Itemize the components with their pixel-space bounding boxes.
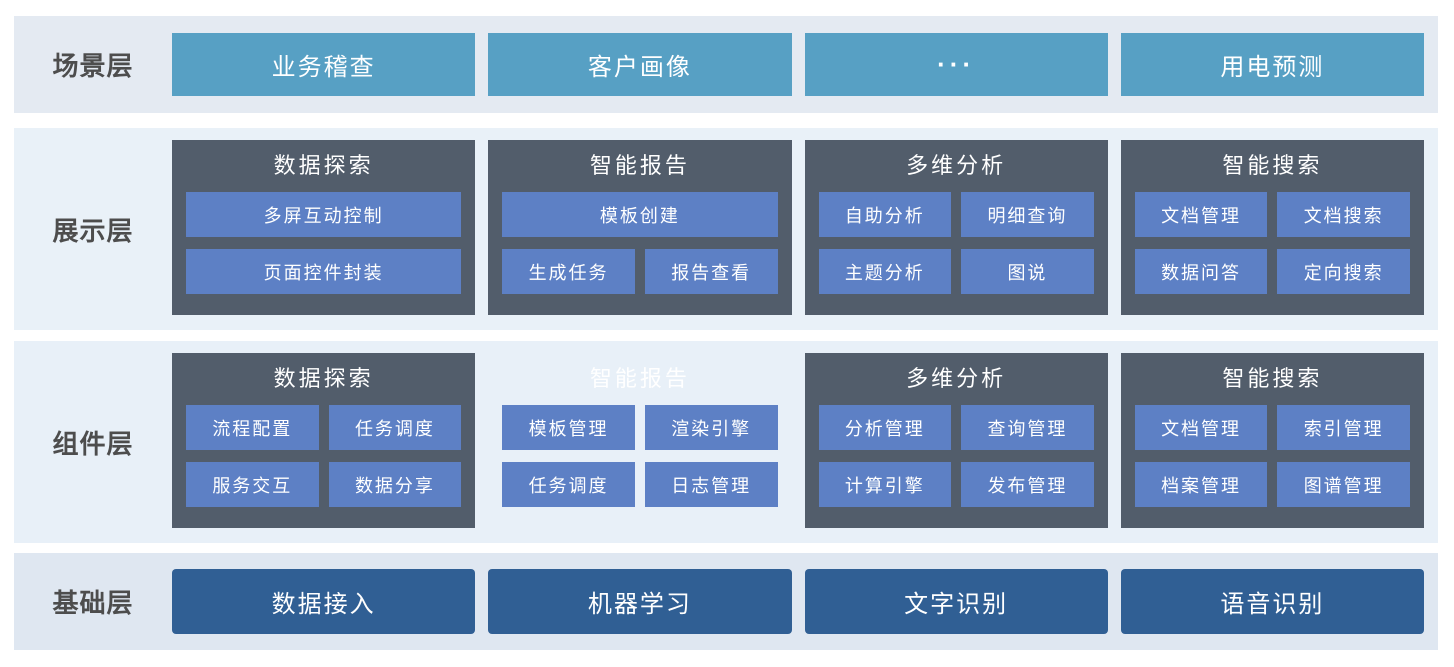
- foundation-layer-label: 基础层: [52, 588, 134, 618]
- flow-config-button: 流程配置: [186, 405, 319, 450]
- chart-caption-button: 图说: [961, 249, 1094, 294]
- card-grid: 文档管理 索引管理 档案管理 图谱管理: [1134, 405, 1410, 507]
- display-multidim-analysis-card: 多维分析 自助分析 明细查询 主题分析 图说: [804, 140, 1108, 315]
- data-access-button: 数据接入: [172, 569, 476, 634]
- card-grid: 流程配置 任务调度 服务交互 数据分享: [186, 405, 462, 507]
- publish-management-button: 发布管理: [961, 462, 1094, 507]
- scene-layer-content: 业务稽查 客户画像 ··· 用电预测: [172, 16, 1424, 113]
- generate-task-button: 生成任务: [502, 249, 635, 294]
- data-qa-button: 数据问答: [1134, 249, 1268, 294]
- report-view-button: 报告查看: [644, 249, 778, 294]
- card-title: 智能搜索: [1222, 154, 1323, 179]
- component-multidim-analysis-card: 多维分析 分析管理 查询管理 计算引擎 发布管理: [804, 353, 1108, 528]
- component-smart-search-card: 智能搜索 文档管理 索引管理 档案管理 图谱管理: [1120, 353, 1424, 528]
- card-grid: 自助分析 明细查询 主题分析 图说: [818, 192, 1094, 294]
- customer-profile-button: 客户画像: [488, 33, 792, 96]
- display-layer-row: 展示层 数据探索 多屏互动控制 页面控件封装 智能报告 模板创建 生成任务 报告…: [14, 128, 1438, 330]
- doc-management-button: 文档管理: [1134, 405, 1268, 450]
- card-grid: 分析管理 查询管理 计算引擎 发布管理: [818, 405, 1094, 507]
- page-widget-wrap-button: 页面控件封装: [186, 249, 462, 294]
- doc-search-button: 文档搜索: [1277, 192, 1410, 237]
- display-layer-content: 数据探索 多屏互动控制 页面控件封装 智能报告 模板创建 生成任务 报告查看 多…: [172, 128, 1424, 330]
- card-title: 智能报告: [589, 154, 690, 179]
- card-grid: 模板创建 生成任务 报告查看: [502, 192, 778, 294]
- card-title: 数据探索: [273, 154, 374, 179]
- doc-management-button: 文档管理: [1134, 192, 1268, 237]
- compute-engine-button: 计算引擎: [818, 462, 952, 507]
- targeted-search-button: 定向搜索: [1277, 249, 1410, 294]
- card-title: 智能报告: [589, 367, 690, 392]
- display-smart-search-card: 智能搜索 文档管理 文档搜索 数据问答 定向搜索: [1120, 140, 1424, 315]
- archive-management-button: 档案管理: [1134, 462, 1268, 507]
- self-service-analysis-button: 自助分析: [818, 192, 952, 237]
- component-smart-report-card: 智能报告 模板管理 渲染引擎 任务调度 日志管理: [488, 353, 791, 528]
- business-audit-button: 业务稽查: [172, 33, 476, 96]
- card-grid: 文档管理 文档搜索 数据问答 定向搜索: [1134, 192, 1410, 294]
- topic-analysis-button: 主题分析: [818, 249, 952, 294]
- foundation-layer-content: 数据接入 机器学习 文字识别 语音识别: [172, 553, 1424, 650]
- display-layer-label: 展示层: [52, 215, 134, 246]
- graph-management-button: 图谱管理: [1277, 462, 1410, 507]
- render-engine-button: 渲染引擎: [644, 405, 778, 450]
- component-layer-row: 组件层 数据探索 流程配置 任务调度 服务交互 数据分享 智能报告 模板管理 渲…: [14, 341, 1438, 543]
- card-title: 智能搜索: [1222, 367, 1323, 392]
- foundation-layer-row: 基础层 数据接入 机器学习 文字识别 语音识别: [14, 553, 1438, 650]
- multi-screen-control-button: 多屏互动控制: [186, 192, 462, 237]
- log-management-button: 日志管理: [644, 462, 778, 507]
- query-management-button: 查询管理: [961, 405, 1094, 450]
- more-scenes-ellipsis: ···: [804, 33, 1108, 96]
- card-title: 数据探索: [273, 367, 374, 392]
- task-schedule-button: 任务调度: [328, 405, 462, 450]
- text-recognition-button: 文字识别: [804, 569, 1108, 634]
- component-layer-label: 组件层: [52, 428, 134, 459]
- detail-query-button: 明细查询: [961, 192, 1094, 237]
- card-grid: 多屏互动控制 页面控件封装: [186, 192, 462, 294]
- scene-layer-row: 场景层 业务稽查 客户画像 ··· 用电预测: [14, 16, 1438, 113]
- template-management-button: 模板管理: [502, 405, 635, 450]
- display-smart-report-card: 智能报告 模板创建 生成任务 报告查看: [488, 140, 792, 315]
- data-share-button: 数据分享: [328, 462, 462, 507]
- analysis-management-button: 分析管理: [818, 405, 952, 450]
- card-title: 多维分析: [906, 154, 1007, 179]
- template-create-button: 模板创建: [502, 192, 778, 237]
- component-layer-content: 数据探索 流程配置 任务调度 服务交互 数据分享 智能报告 模板管理 渲染引擎 …: [172, 341, 1424, 543]
- speech-recognition-button: 语音识别: [1120, 569, 1424, 634]
- machine-learning-button: 机器学习: [488, 569, 792, 634]
- task-schedule-button: 任务调度: [502, 462, 635, 507]
- scene-layer-label: 场景层: [52, 51, 134, 81]
- display-data-exploration-card: 数据探索 多屏互动控制 页面控件封装: [172, 140, 476, 315]
- service-interaction-button: 服务交互: [186, 462, 319, 507]
- index-management-button: 索引管理: [1277, 405, 1410, 450]
- power-forecast-button: 用电预测: [1120, 33, 1424, 96]
- component-data-exploration-card: 数据探索 流程配置 任务调度 服务交互 数据分享: [172, 353, 476, 528]
- card-grid: 模板管理 渲染引擎 任务调度 日志管理: [502, 405, 778, 507]
- card-title: 多维分析: [906, 367, 1007, 392]
